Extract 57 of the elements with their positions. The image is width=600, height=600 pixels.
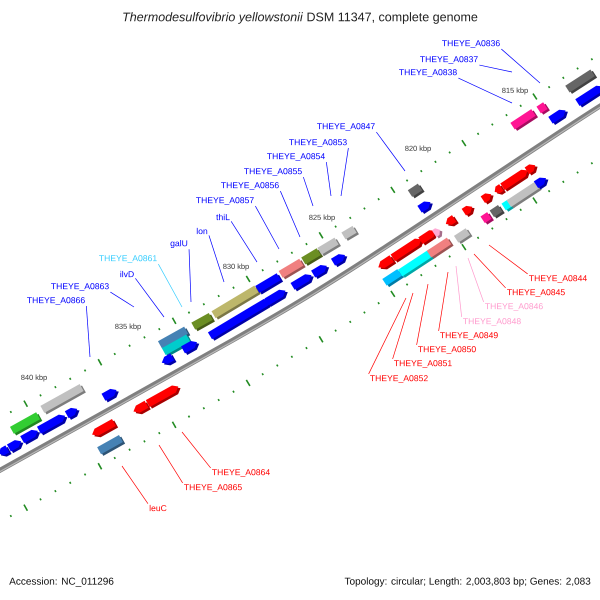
gene-label: THEYE_A0851 — [394, 360, 452, 368]
leader-line — [326, 162, 332, 196]
gene-label: leuC — [150, 504, 166, 512]
leader-line — [488, 244, 528, 274]
leader-line — [456, 266, 462, 318]
leader-line — [158, 264, 182, 308]
gene-label: THEYE_A0836 — [442, 40, 500, 48]
title: Thermodesulfovibrio yellowstonii DSM 11347, complete genome — [123, 12, 478, 24]
leader-line — [280, 190, 300, 238]
leader-line — [340, 148, 349, 196]
leader-line — [255, 206, 280, 250]
leader-line — [188, 248, 192, 302]
leader-line — [474, 254, 506, 288]
leader-line — [501, 48, 540, 84]
footer-text: Accession: NC_011296 — [9, 577, 114, 587]
gene-label: THEYE_A0865 — [184, 484, 242, 492]
gene-label: thiL — [216, 214, 230, 220]
gene-label: ilvD — [120, 270, 134, 278]
gene-label: THEYE_A0845 — [507, 289, 565, 297]
leader-line — [86, 306, 90, 358]
gene-label: THEYE_A0855 — [244, 168, 302, 176]
leader-line — [303, 176, 314, 206]
gene-label: THEYE_A0853 — [289, 139, 347, 147]
leader-line — [416, 284, 428, 346]
leader-line — [376, 132, 406, 172]
gene-label: THEYE_A0861 — [99, 255, 157, 263]
gene-label: THEYE_A0866 — [27, 297, 85, 305]
gene-label: THEYE_A0852 — [370, 375, 428, 383]
leader-line — [135, 278, 164, 318]
gene-label: THEYE_A0864 — [212, 469, 270, 477]
leader-line — [468, 258, 484, 302]
gene-label: THEYE_A0857 — [196, 197, 254, 205]
gene-label: THEYE_A0849 — [440, 332, 498, 340]
leader-line — [479, 64, 512, 72]
gene-label: THEYE_A0837 — [420, 56, 478, 64]
gene-label: THEYE_A0844 — [529, 275, 587, 283]
leader-line — [438, 272, 448, 332]
gene-label: THEYE_A0838 — [399, 69, 457, 77]
leader-line — [122, 466, 148, 504]
gene-label: THEYE_A0846 — [485, 303, 543, 311]
gene-label: lon — [196, 228, 208, 234]
gene-label: THEYE_A0848 — [463, 318, 521, 326]
gene-label: THEYE_A0856 — [221, 182, 279, 190]
leader-line — [368, 298, 406, 374]
leader-line — [110, 292, 134, 308]
leader-line — [208, 235, 224, 282]
leader-line — [158, 444, 183, 484]
leader-line — [458, 78, 512, 104]
leader-line — [182, 432, 211, 468]
leader-line — [230, 221, 258, 262]
gene-label: THEYE_A0850 — [418, 346, 476, 354]
footer-text: Topology: circular; Length: 2,003,803 bp; Genes: 2,083 — [344, 577, 590, 587]
gene-label: THEYE_A0854 — [267, 153, 325, 161]
gene-label: THEYE_A0847 — [317, 123, 375, 131]
gene-label: THEYE_A0863 — [51, 283, 109, 291]
gene-label: galU — [170, 240, 188, 248]
leader-line — [392, 292, 414, 360]
